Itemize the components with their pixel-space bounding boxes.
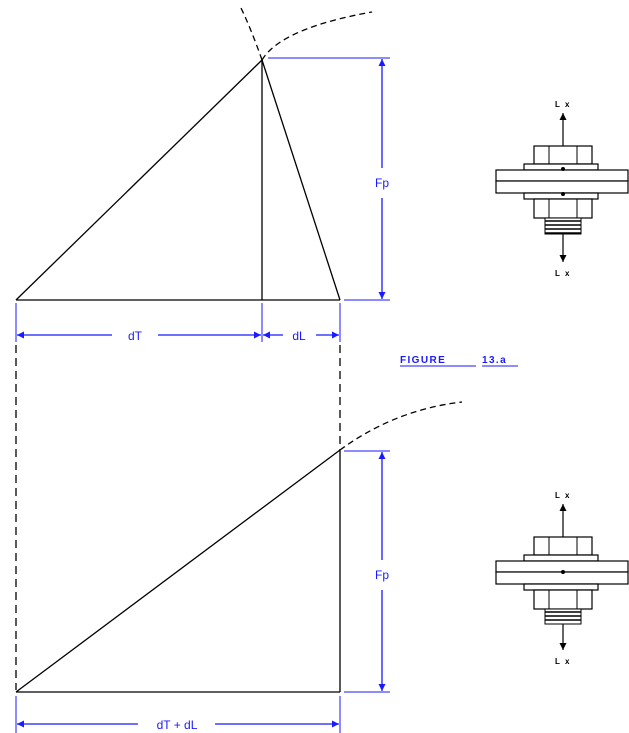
bolt-bottom-washer-lower xyxy=(523,583,599,591)
bolt-top-nut xyxy=(533,198,593,219)
bottom-dim-label: dT + dL xyxy=(157,718,198,732)
bolt-top-plate-upper xyxy=(495,169,629,182)
bolt-top-lx-lower: L x xyxy=(555,269,571,278)
bolt-bottom-head xyxy=(533,536,593,556)
bolt-top-washer-lower xyxy=(523,192,599,200)
bolt-bottom-washer-upper xyxy=(523,554,599,562)
figure-caption-id: 13.a xyxy=(482,355,507,366)
bolt-bottom-plate-lower xyxy=(495,571,629,585)
bolt-top-head xyxy=(533,145,593,165)
bolt-top-washer-upper xyxy=(523,163,599,171)
bolt-top-center-dot-lower xyxy=(561,192,565,196)
bolt-joint-icon-top: L x L x xyxy=(495,100,629,278)
bottom-fp-label: Fp xyxy=(375,568,389,582)
top-dt-label: dT xyxy=(128,329,143,343)
top-joint-diagram: Fp dT dL xyxy=(15,5,390,343)
figure-caption-word: FIGURE xyxy=(400,355,446,366)
figure-caption: FIGURE 13.a xyxy=(400,355,518,367)
bolt-bottom-nut xyxy=(533,589,593,610)
bottom-load-curve-dashed xyxy=(339,401,463,451)
bolt-joint-icon-bottom: L x L x xyxy=(495,491,629,666)
top-bolt-stiffness-line xyxy=(15,59,263,301)
bolt-bottom-lx-lower: L x xyxy=(555,657,571,666)
top-load-curve-dashed xyxy=(261,11,373,61)
bottom-joint-diagram: Fp dT + dL xyxy=(15,401,463,733)
bolt-bottom-threads xyxy=(544,608,582,625)
bolt-top-plate-lower xyxy=(495,180,629,194)
bolt-top-center-dot-upper xyxy=(561,167,565,171)
top-joint-stiffness-line xyxy=(261,59,341,301)
top-fp-label: Fp xyxy=(375,176,389,190)
bolt-top-lx-upper: L x xyxy=(555,100,571,109)
top-load-curve-upper-dashed xyxy=(239,5,263,61)
bolt-bottom-lx-upper: L x xyxy=(555,491,571,500)
bolt-bottom-center-dot xyxy=(561,570,565,574)
bolt-top-threads xyxy=(544,217,582,235)
bottom-stiffness-line xyxy=(15,449,341,693)
top-dl-label: dL xyxy=(292,329,306,343)
